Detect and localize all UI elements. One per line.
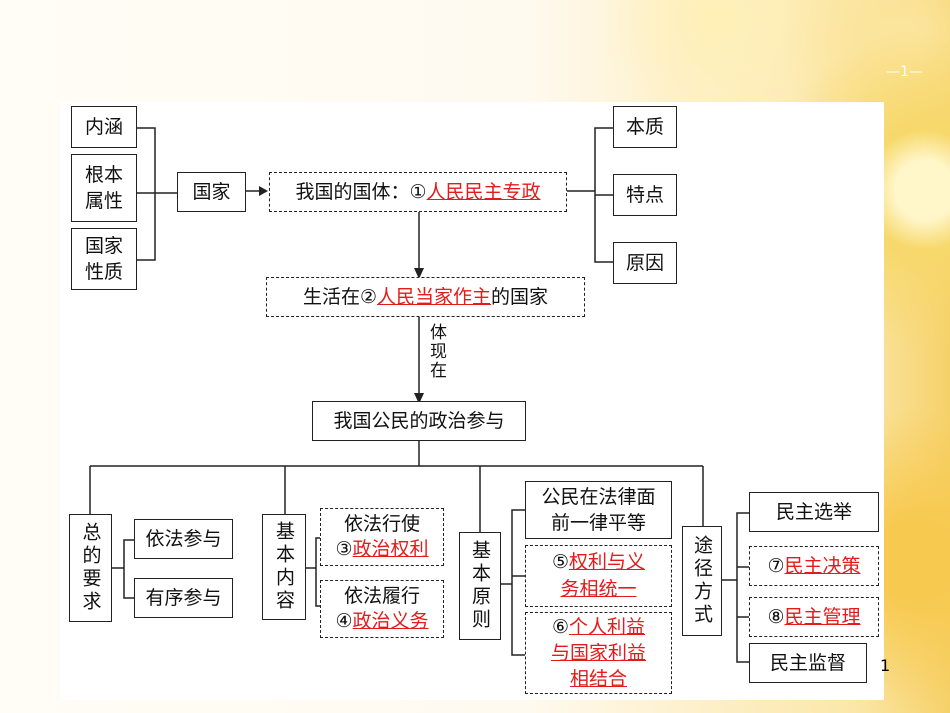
answer-6a: 个人利益 (569, 616, 646, 638)
answer-7: 民主决策 (784, 555, 861, 577)
node-item-6: ⑥个人利益 与国家利益 相结合 (525, 612, 672, 694)
answer-6c: 相结合 (569, 668, 627, 690)
page-number: —1— (886, 64, 923, 80)
answer-5b: 务相统一 (560, 578, 637, 600)
node-guojia: 国家 (177, 172, 246, 212)
answer-8: 民主管理 (784, 606, 861, 628)
node-yifa-canyu: 依法参与 (134, 519, 233, 559)
answer-3: 政治权利 (352, 538, 429, 560)
node-item-3: 依法行使 ③政治权利 (320, 508, 444, 566)
answer-4: 政治义务 (352, 610, 429, 632)
node-youxu-canyu: 有序参与 (134, 578, 233, 618)
label-tixian: 体现在 (426, 323, 446, 380)
node-pingdeng: 公民在法律面前一律平等 (525, 481, 672, 539)
answer-6b: 与国家利益 (550, 642, 646, 664)
node-zong-yaoqiu: 总的要求 (69, 514, 112, 622)
node-minzhu-xuanju: 民主选举 (749, 492, 879, 532)
node-jiben-neirong: 基本内容 (262, 514, 306, 620)
node-zhengzhi-canyu: 我国公民的政治参与 (312, 401, 526, 441)
node-jiben-yuanze: 基本原则 (459, 532, 501, 640)
node-item-5: ⑤权利与义 务相统一 (525, 545, 672, 607)
answer-5a: 权利与义 (569, 551, 646, 573)
node-yuanyin: 原因 (613, 242, 677, 284)
slide-number: 1 (880, 656, 891, 675)
answer-1: 人民民主专政 (426, 181, 541, 203)
node-item-4: 依法履行 ④政治义务 (320, 580, 444, 638)
node-neihan: 内涵 (71, 106, 137, 148)
node-tedian: 特点 (613, 174, 677, 216)
node-minzhu-jiandu: 民主监督 (749, 643, 867, 683)
node-benzhi: 本质 (613, 106, 677, 148)
answer-2: 人民当家作主 (377, 286, 492, 308)
node-tujing-fangshi: 途径方式 (682, 526, 722, 636)
node-guojia-xingzhi: 国家性质 (71, 228, 137, 290)
node-genben-shuxing: 根本属性 (71, 154, 137, 222)
